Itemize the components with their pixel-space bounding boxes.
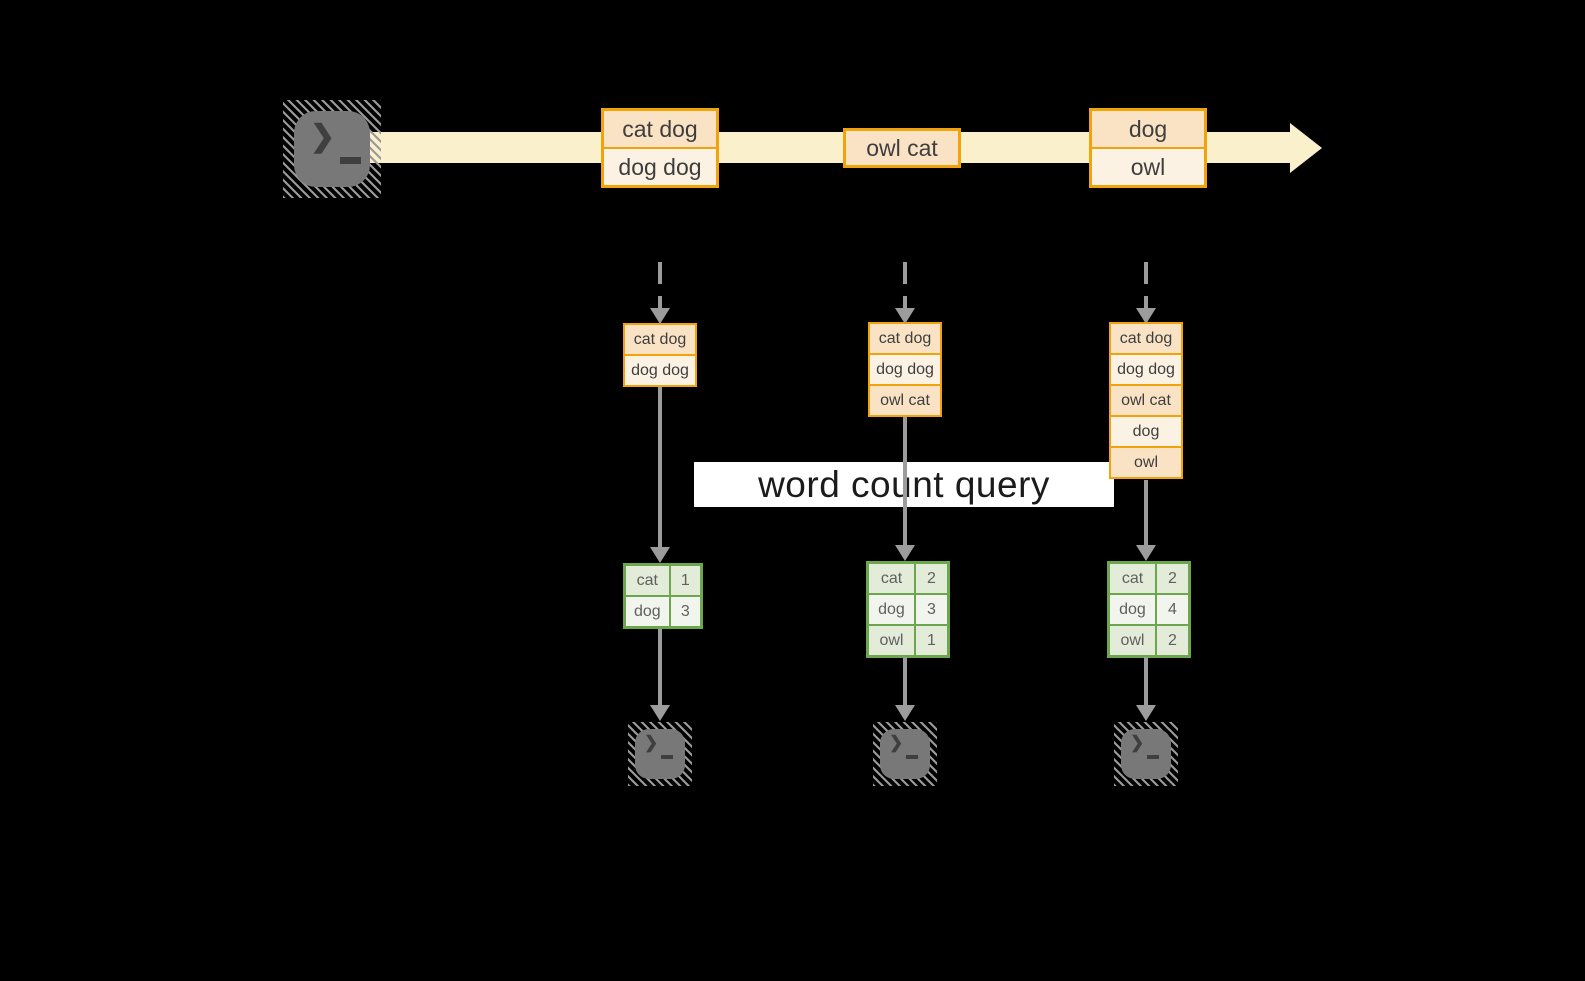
terminal-body: ❯ bbox=[635, 729, 685, 779]
solid-arrow-1 bbox=[650, 387, 670, 563]
record-cell: cat dog bbox=[625, 325, 695, 354]
output-arrow-3 bbox=[1136, 657, 1156, 721]
dashed-arrow-2 bbox=[895, 262, 915, 324]
word-cell: owl bbox=[1110, 626, 1155, 655]
dashed-arrow-1 bbox=[650, 262, 670, 324]
terminal-output-icon-2: ❯ bbox=[873, 722, 937, 786]
prompt-cursor-icon bbox=[661, 755, 673, 759]
output-arrow-2 bbox=[895, 657, 915, 721]
record-cell: cat dog bbox=[870, 324, 940, 353]
terminal-output-icon-3: ❯ bbox=[1114, 722, 1178, 786]
record-cell: cat dog bbox=[604, 111, 716, 147]
count-cell: 4 bbox=[1156, 595, 1188, 624]
prompt-chevron-icon: ❯ bbox=[310, 120, 336, 153]
stream-batch-2: owl cat bbox=[843, 128, 961, 168]
terminal-output-icon-1: ❯ bbox=[628, 722, 692, 786]
prompt-chevron-icon: ❯ bbox=[1130, 733, 1145, 752]
word-cell: owl bbox=[869, 626, 914, 655]
record-cell: owl bbox=[1111, 448, 1181, 477]
terminal-body: ❯ bbox=[880, 729, 930, 779]
solid-arrow-3 bbox=[1136, 480, 1156, 561]
count-cell: 3 bbox=[670, 597, 700, 626]
count-cell: 3 bbox=[915, 595, 947, 624]
record-cell: dog bbox=[1092, 111, 1204, 147]
record-cell: dog dog bbox=[1111, 355, 1181, 384]
word-cell: cat bbox=[626, 566, 669, 595]
record-cell: owl cat bbox=[846, 131, 958, 165]
count-cell: 2 bbox=[1156, 564, 1188, 593]
input-stream-arrowhead-icon bbox=[1290, 123, 1322, 173]
terminal-body: ❯ bbox=[294, 111, 370, 187]
word-cell: cat bbox=[1110, 564, 1155, 593]
count-cell: 2 bbox=[1156, 626, 1188, 655]
record-cell: owl cat bbox=[870, 386, 940, 415]
prompt-chevron-icon: ❯ bbox=[889, 733, 904, 752]
count-cell: 1 bbox=[670, 566, 700, 595]
word-cell: dog bbox=[1110, 595, 1155, 624]
record-cell: dog bbox=[1111, 417, 1181, 446]
word-cell: cat bbox=[869, 564, 914, 593]
record-cell: dog dog bbox=[625, 356, 695, 385]
record-cell: cat dog bbox=[1111, 324, 1181, 353]
record-cell: dog dog bbox=[604, 149, 716, 185]
word-cell: dog bbox=[869, 595, 914, 624]
prompt-cursor-icon bbox=[906, 755, 918, 759]
solid-arrow-2 bbox=[895, 417, 915, 561]
output-arrow-1 bbox=[650, 629, 670, 721]
prompt-cursor-icon bbox=[340, 157, 361, 164]
dashed-arrow-3 bbox=[1136, 262, 1156, 324]
prompt-chevron-icon: ❯ bbox=[644, 733, 659, 752]
count-cell: 2 bbox=[915, 564, 947, 593]
record-cell: owl cat bbox=[1111, 386, 1181, 415]
word-cell: dog bbox=[626, 597, 669, 626]
terminal-source-icon: ❯ bbox=[283, 100, 381, 198]
count-cell: 1 bbox=[915, 626, 947, 655]
record-cell: owl bbox=[1092, 149, 1204, 185]
record-cell: dog dog bbox=[870, 355, 940, 384]
prompt-cursor-icon bbox=[1147, 755, 1159, 759]
terminal-body: ❯ bbox=[1121, 729, 1171, 779]
